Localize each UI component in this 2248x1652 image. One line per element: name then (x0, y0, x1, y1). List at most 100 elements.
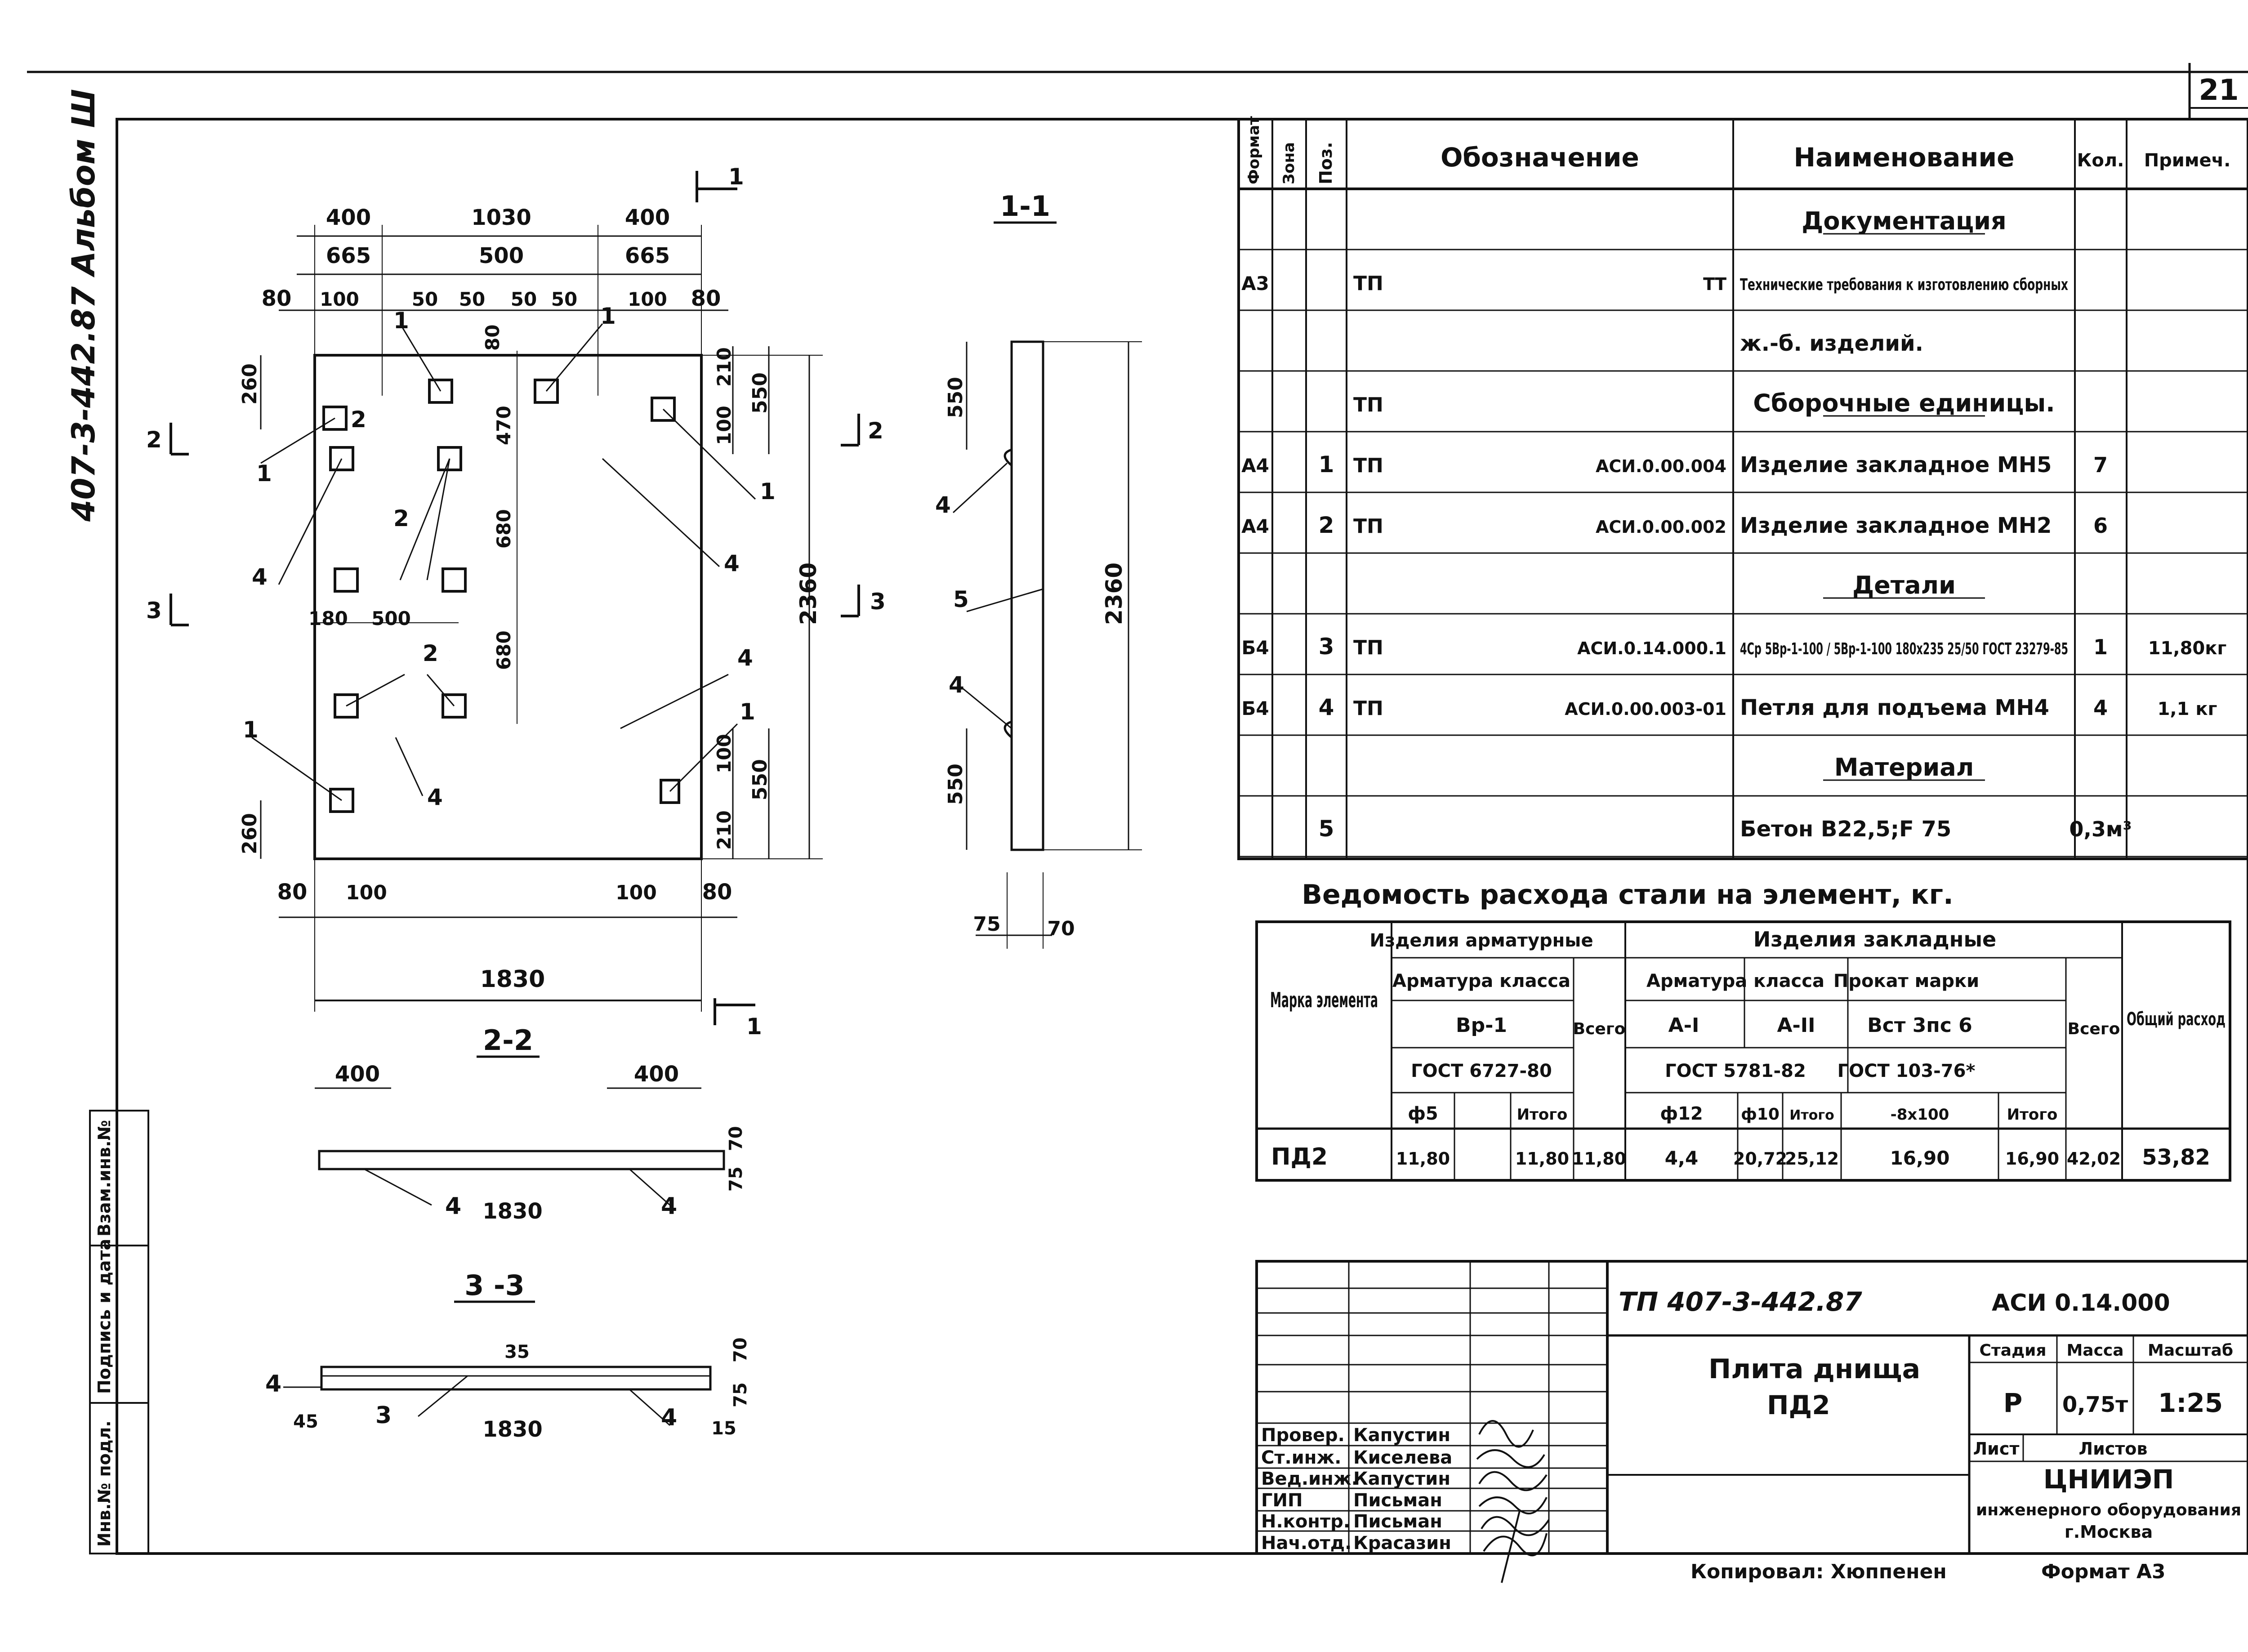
tb-label: Масштаб (2148, 1341, 2233, 1360)
steel-cell: 4,4 (1665, 1147, 1698, 1169)
spec-code2: АСИ.0.00.002 (1596, 517, 1726, 537)
spec-format: A4 (1241, 515, 1269, 537)
steel-cell: 16,90 (2005, 1149, 2059, 1169)
callout-4: 4 (949, 672, 964, 698)
dim-top: 80 (691, 286, 721, 311)
dim: 550 (944, 763, 967, 805)
dim-left: 260 (238, 363, 261, 405)
spec-heading: Детали (1852, 571, 1956, 599)
steel-hdr: Арматура класса (1392, 971, 1570, 991)
spec-note: 11,80кг (2148, 638, 2227, 659)
sheet-number: 21 (2199, 74, 2239, 107)
spec-format: Б4 (1241, 637, 1269, 659)
dim-bot: 100 (346, 881, 387, 904)
spec-code2: ТТ (1703, 274, 1726, 294)
spec-header: Кол. (2077, 150, 2124, 171)
dim: 75 (726, 1166, 746, 1192)
callout-1: 1 (243, 717, 259, 743)
steel-row-mark: ПД2 (1271, 1143, 1328, 1170)
steel-cell: 16,90 (1890, 1147, 1950, 1169)
callout-4: 4 (445, 1193, 461, 1220)
spec-header: Зона (1280, 142, 1298, 184)
album-label: 407-3-442.87 Альбом Ш (65, 89, 102, 522)
dim-bot: 80 (702, 880, 732, 905)
steel-hdr: ф10 (1741, 1105, 1780, 1124)
tb-role: Нач.отд. (1261, 1533, 1351, 1554)
tb-role: Провер. (1261, 1425, 1345, 1446)
spec-pos: 4 (1319, 694, 1334, 720)
callout-4: 4 (661, 1193, 677, 1220)
steel-hdr: А-II (1777, 1014, 1815, 1037)
steel-hdr: ф5 (1408, 1103, 1438, 1124)
callout-1: 1 (740, 699, 755, 725)
dim: 70 (726, 1126, 746, 1151)
tb-mass: 0,75т (2062, 1392, 2128, 1417)
spec-qty: 1 (2093, 635, 2108, 659)
spec-heading: Материал (1834, 753, 1974, 781)
section-title: 3 -3 (464, 1269, 525, 1302)
callout-3: 3 (375, 1402, 392, 1429)
spec-qty: 4 (2093, 696, 2108, 720)
plan-view: 400 1030 400 665 500 665 80 100 50 50 50… (146, 164, 886, 1040)
spec-code: ТП (1353, 515, 1383, 538)
dim: 400 (335, 1062, 380, 1087)
dim: 550 (944, 377, 967, 418)
cut-marker: 1 (746, 1014, 762, 1040)
spec-name: Петля для подъема МН4 (1740, 695, 2049, 720)
dim: 70 (1047, 917, 1075, 940)
slab-outline (313, 354, 703, 860)
steel-hdr: ГОСТ 103-76* (1838, 1061, 1976, 1081)
tb-label: Стадия (1980, 1341, 2047, 1360)
spec-header: Формат (1245, 116, 1263, 184)
spec-code: ТП (1353, 393, 1383, 416)
section-3-3: 3 -3 35 70 75 45 1830 15 4 3 4 (265, 1269, 751, 1442)
callout-5: 5 (953, 586, 969, 612)
callout-2: 2 (351, 406, 366, 433)
steel-hdr: Итого (1517, 1106, 1568, 1124)
dim-top: 400 (326, 205, 371, 230)
spec-format: Б4 (1241, 697, 1269, 719)
steel-cell: 20,72 (1733, 1149, 1787, 1169)
callout-4: 4 (737, 645, 753, 671)
callout-2: 2 (393, 505, 409, 531)
tb-stage: Р (2003, 1388, 2023, 1418)
dim-bot: 100 (616, 881, 657, 904)
dim-left: 680 (493, 630, 515, 670)
tb-label: Листов (2079, 1439, 2148, 1459)
tb-role: Вед.инж. (1261, 1469, 1358, 1489)
spec-format: A3 (1241, 272, 1269, 295)
callout-4: 4 (661, 1404, 677, 1431)
spec-code: ТП (1353, 272, 1383, 295)
tb-role: Ст.инж. (1261, 1447, 1341, 1468)
dim: 75 (730, 1382, 751, 1407)
tb-name: Красазин (1353, 1533, 1451, 1554)
spec-name: Изделие закладное МН5 (1740, 452, 2052, 478)
callout-4: 4 (935, 492, 951, 518)
dim-top: 50 (511, 288, 537, 310)
spec-code2: АСИ.0.00.003-01 (1565, 699, 1726, 719)
product-name: Плита днища (1708, 1353, 1920, 1385)
spec-code: ТП (1353, 636, 1383, 659)
dim-right: 100 (713, 734, 735, 773)
dim-80: 80 (482, 325, 504, 351)
callout-1: 1 (600, 303, 616, 329)
dim-bot: 80 (277, 880, 308, 905)
dim-right: 210 (713, 810, 735, 850)
copied-by: Копировал: Хюппенен (1690, 1560, 1947, 1583)
tb-label: Масса (2066, 1341, 2123, 1360)
steel-cell: 53,82 (2142, 1145, 2210, 1170)
dim-top: 100 (320, 288, 359, 310)
tb-name: Письман (1353, 1490, 1442, 1511)
spec-note: 1,1 кг (2158, 699, 2217, 719)
dim-top: 1030 (471, 205, 531, 230)
steel-hdr: Вр-1 (1456, 1014, 1507, 1037)
callout-4: 4 (724, 550, 740, 576)
dim-right: 210 (713, 347, 735, 387)
dim-left: 470 (493, 406, 515, 445)
cut-marker: 3 (870, 589, 886, 615)
dim: 45 (293, 1411, 318, 1432)
dim-top: 50 (551, 288, 577, 310)
steel-hdr: ГОСТ 5781-82 (1665, 1061, 1806, 1081)
steel-hdr: Изделия арматурные (1369, 930, 1593, 951)
